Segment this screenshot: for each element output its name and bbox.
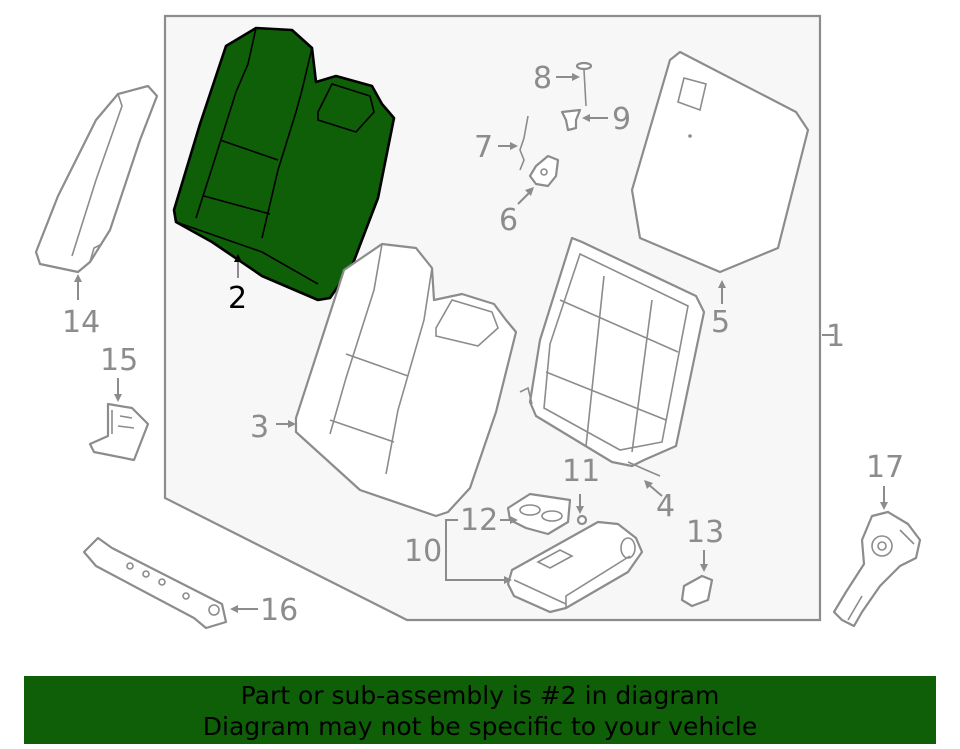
part-16-hinge-rail[interactable] [82,536,228,630]
part-7-wire[interactable] [519,115,529,171]
part-6-latch[interactable] [528,154,560,188]
arrow-3 [288,420,296,428]
banner-line-2: Diagram may not be specific to your vehi… [202,712,758,741]
part-4-seatback-frame[interactable] [519,236,706,477]
part-15-bracket[interactable] [88,402,150,462]
part-14-side-bolster[interactable] [34,84,159,274]
part-8-bolt[interactable] [575,61,593,107]
arrow-7 [510,142,518,150]
arrow-16 [230,605,238,613]
arrow-6 [525,187,534,196]
callout-3[interactable]: 3 [250,410,269,445]
callout-17[interactable]: 17 [866,450,904,485]
callout-15[interactable]: 15 [100,343,138,378]
part-2-seatback-cover[interactable] [172,26,396,302]
arrow-17 [880,502,888,510]
callout-5[interactable]: 5 [711,305,730,340]
leader-4 [647,483,663,497]
callout-7[interactable]: 7 [474,130,493,165]
arrow-5 [718,280,726,288]
callout-13[interactable]: 13 [686,515,724,550]
arrow-2 [234,254,242,262]
part-10-armrest[interactable] [506,520,644,614]
callout-11[interactable]: 11 [562,454,600,489]
arrow-14 [74,274,82,282]
arrow-11 [576,506,584,514]
callout-1[interactable]: 1 [826,319,845,354]
part-3-seatback-pad[interactable] [294,242,518,518]
arrow-13 [700,564,708,572]
leader-6 [517,191,531,205]
part-11-screw[interactable] [576,514,588,526]
callout-9[interactable]: 9 [612,102,631,137]
callout-16[interactable]: 16 [260,593,298,628]
part-5-back-board[interactable] [630,50,810,274]
banner-line-1: Part or sub-assembly is #2 in diagram [240,681,720,710]
callout-2[interactable]: 2 [228,281,247,316]
part-13-cap[interactable] [680,574,714,608]
callout-14[interactable]: 14 [62,305,100,340]
callout-6[interactable]: 6 [499,203,518,238]
callout-8[interactable]: 8 [533,61,552,96]
parts-diagram: 1 2 3 4 5 6 7 8 9 10 11 12 13 14 15 16 1… [34,14,922,630]
callout-12[interactable]: 12 [460,503,498,538]
arrow-4 [644,480,653,489]
callout-10[interactable]: 10 [404,534,442,569]
arrow-9 [582,114,590,122]
arrow-8 [572,73,580,81]
info-banner: Part or sub-assembly is #2 in diagram Di… [24,676,936,744]
arrow-10 [504,576,512,584]
part-9-clip[interactable] [560,108,582,132]
part-17-recliner-bracket[interactable] [832,510,922,628]
arrow-12 [510,516,518,524]
callout-4[interactable]: 4 [656,489,675,524]
leader-10 [445,519,506,581]
arrow-15 [114,394,122,402]
